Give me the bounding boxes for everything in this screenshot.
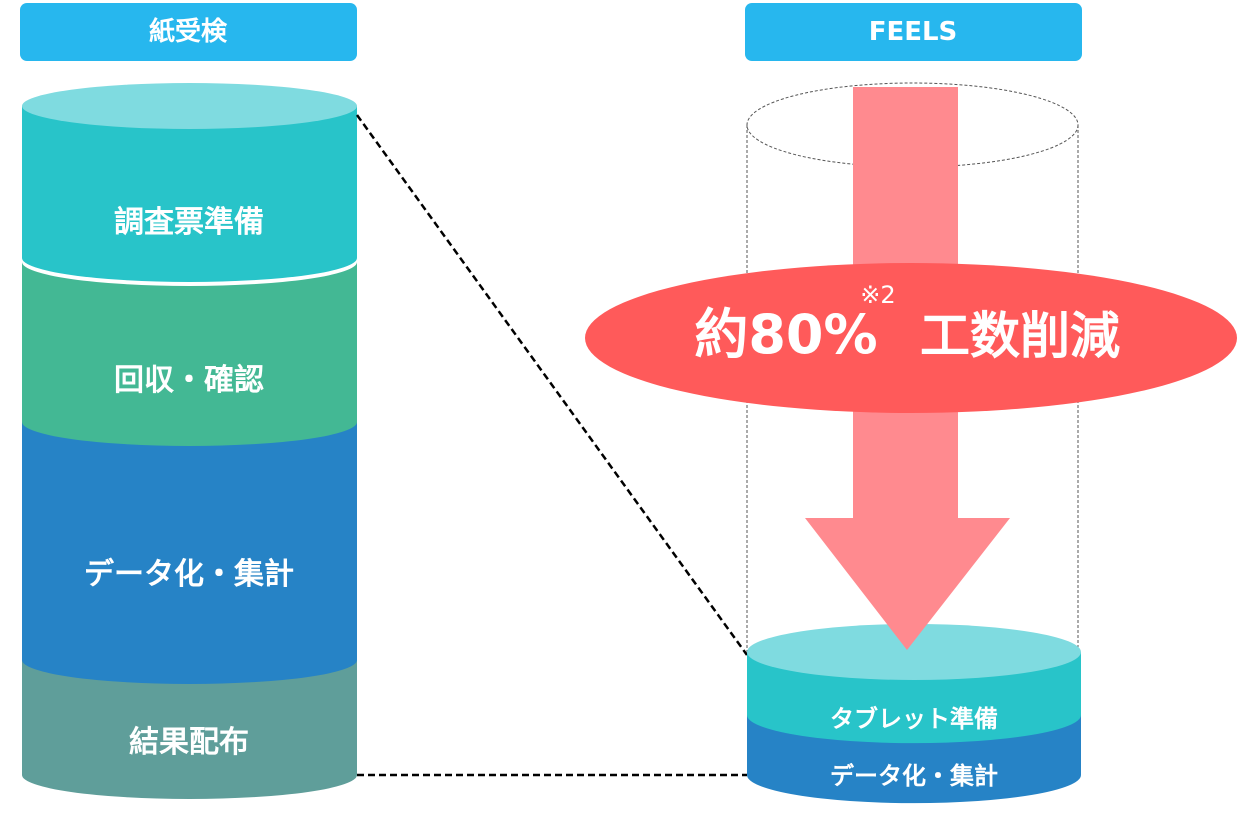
right-header-title: FEELS <box>869 17 958 47</box>
reduction-suffix: 工数削減 <box>920 307 1120 365</box>
segment-label: データ化・集計 <box>84 557 294 592</box>
right-header-box <box>745 3 1082 61</box>
left-header-box <box>20 3 357 61</box>
reduction-badge: 約80% ※2 工数削減 <box>585 263 1237 413</box>
connector-line-top <box>355 114 749 656</box>
left-header-title: 紙受検 <box>149 16 228 47</box>
paper-cylinder: 調査票準備 回収・確認 データ化・集計 結果配布 <box>22 83 357 799</box>
reduction-note: ※2 <box>860 281 895 309</box>
reduction-percent: 約80% <box>694 303 877 366</box>
segment-label: タブレット準備 <box>830 705 998 733</box>
segment-label: 結果配布 <box>129 725 249 760</box>
cylinder-top <box>22 83 357 129</box>
feels-cylinder: タブレット準備 データ化・集計 <box>747 624 1081 804</box>
segment-label: 調査票準備 <box>114 205 264 240</box>
segment-data-aggregation <box>22 412 357 684</box>
segment-questionnaire-prep <box>22 106 357 282</box>
segment-label: 回収・確認 <box>114 363 264 398</box>
cylinder-top <box>747 624 1081 680</box>
segment-collection-check <box>22 262 357 446</box>
segment-label: データ化・集計 <box>830 762 998 790</box>
